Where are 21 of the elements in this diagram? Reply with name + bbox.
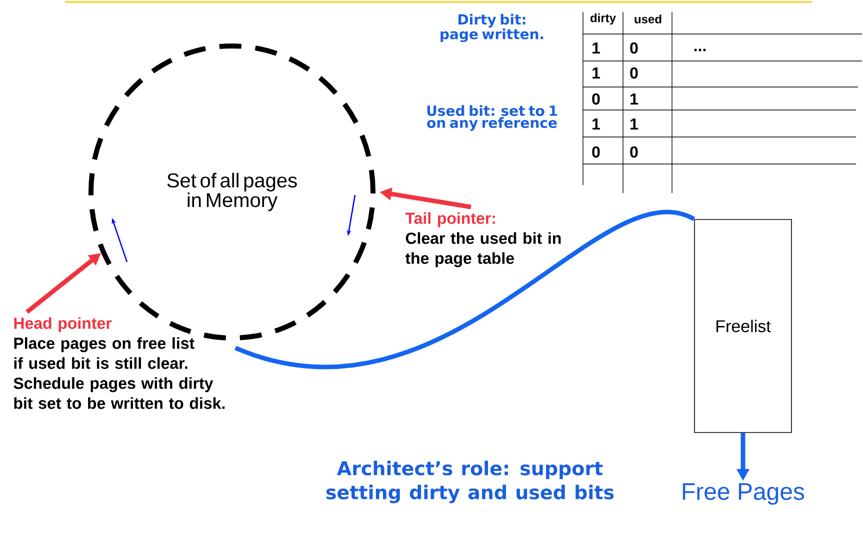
pointer-note: Head pointer Place pages on free list if used bit is still clear. Schedule pages with dirty bit set to be written to disk. xyxy=(14,317,225,409)
table-value: 1 xyxy=(630,118,638,130)
table-value: 0 xyxy=(592,93,600,105)
table-value: 0 xyxy=(630,42,638,54)
note-text: Dirty bit: page written. xyxy=(440,14,544,42)
column-header: used xyxy=(634,14,662,24)
note-text: Used bit: set to 1 on any reference xyxy=(427,105,557,131)
pointer-note: Tail pointer: Clear the used bit in the page table xyxy=(405,212,561,268)
table-value: ... xyxy=(694,48,706,52)
table-value: 1 xyxy=(592,68,600,78)
free-pages-text: Free Pages xyxy=(682,483,804,505)
column-header: dirty xyxy=(590,13,616,25)
freelist-box: Freelist xyxy=(694,219,792,433)
table-value: 1 xyxy=(592,42,600,54)
table-value: 1 xyxy=(592,118,600,130)
table-value: 0 xyxy=(630,67,638,79)
table-value: 0 xyxy=(630,146,638,158)
table-value: 0 xyxy=(592,146,600,158)
curve-line xyxy=(234,210,695,369)
table-value: 1 xyxy=(630,94,638,104)
role-note: Architect’s role: support setting dirty and used bits xyxy=(326,460,614,504)
